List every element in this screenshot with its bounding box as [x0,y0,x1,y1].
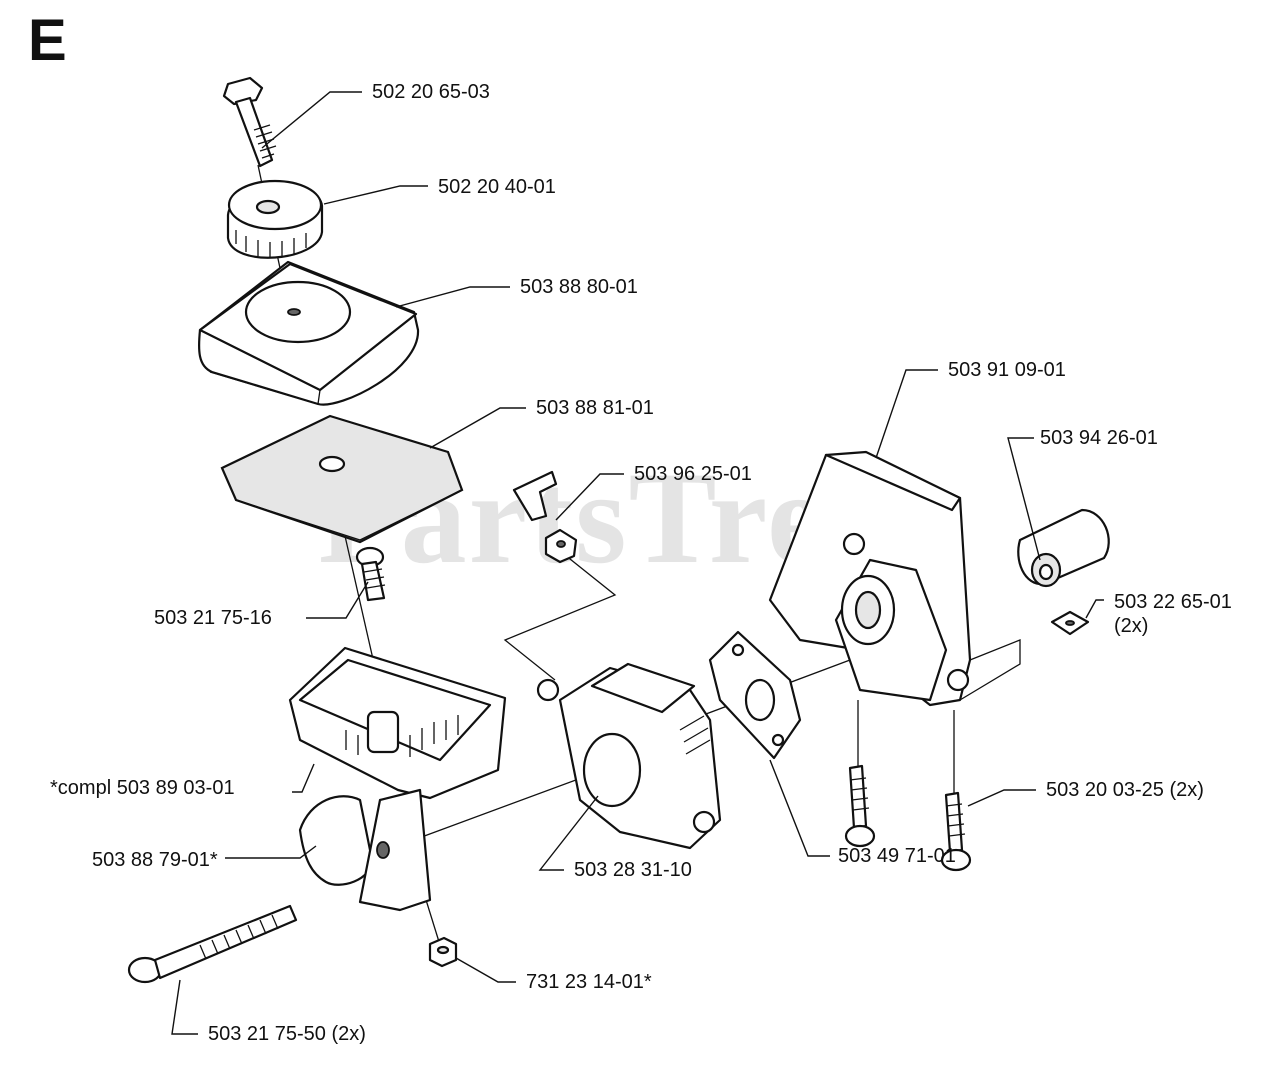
label-knob: 502 20 40-01 [438,176,556,198]
link-part [512,470,578,564]
nut-part [428,936,458,968]
label-link: 503 96 25-01 [634,463,752,485]
label-filter-foam: 503 88 81-01 [536,397,654,419]
carburetor-part [536,662,722,850]
tank-cover-part [768,450,1021,707]
label-screw-top: 502 20 65-03 [372,81,490,103]
filter-foam-part [220,414,464,544]
label-housing: *compl 503 89 03-01 [50,777,235,799]
section-letter: E [28,8,67,73]
label-screw-long: 503 21 75-50 (2x) [208,1023,366,1045]
screw-long-part [127,904,298,984]
label-grommet: 503 94 26-01 [1040,427,1158,449]
gasket-part [708,630,802,760]
axis-line-link [503,554,617,681]
filter-cover-part [197,260,420,406]
label-tank-cover: 503 91 09-01 [948,359,1066,381]
label-square-nut-qty: (2x) [1114,615,1149,637]
label-carburetor: 503 28 31-10 [574,859,692,881]
square-nut-part [1050,610,1090,636]
label-bulb: 503 88 79-01* [92,849,218,871]
label-screw-bottom: 503 20 03-25 (2x) [1046,779,1204,801]
screw-top-part [222,76,277,168]
screw-mid-part [355,546,386,602]
label-square-nut: 503 22 65-01 [1114,591,1232,613]
label-nut: 731 23 14-01* [526,971,652,993]
screw-bottom-part [844,700,972,872]
grommet-part [1017,508,1110,588]
label-gasket: 503 49 71-01 [838,845,956,867]
housing-part [288,646,507,912]
label-screw-mid: 503 21 75-16 [154,607,272,629]
knob-part [226,179,324,259]
label-filter-cover: 503 88 80-01 [520,276,638,298]
leader-lines [171,91,1104,1035]
